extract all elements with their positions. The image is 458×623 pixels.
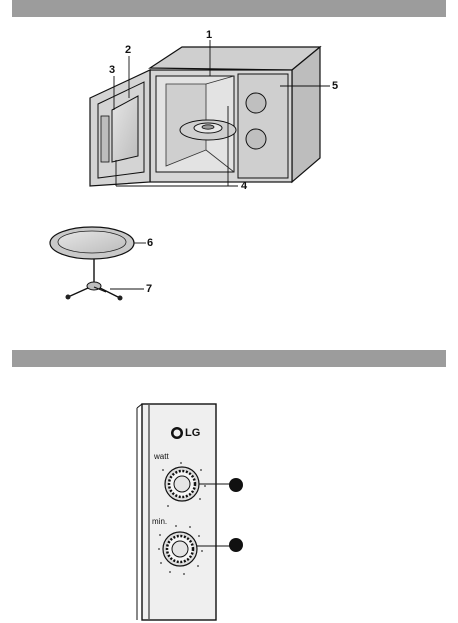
panel-knob-upper	[246, 93, 266, 113]
brand-logo-text: LG	[185, 427, 200, 439]
callout-1: 1	[206, 30, 212, 41]
power-label: watt	[154, 452, 169, 461]
callout-6: 6	[147, 238, 153, 249]
callout-2: 2	[125, 45, 131, 56]
oven-side-face	[292, 47, 320, 182]
callout-4: 4	[241, 181, 247, 192]
callout-3: 3	[109, 65, 115, 76]
panel-knob-lower	[246, 129, 266, 149]
reference-dot-timer	[229, 538, 243, 552]
callout-7: 7	[146, 284, 152, 295]
control-panel-closeup	[137, 404, 231, 620]
control-panel-strip	[238, 74, 288, 178]
reference-dot-power	[229, 478, 243, 492]
oven-top-face	[150, 47, 320, 70]
time-label: min.	[152, 517, 167, 526]
callout-5: 5	[332, 81, 338, 92]
